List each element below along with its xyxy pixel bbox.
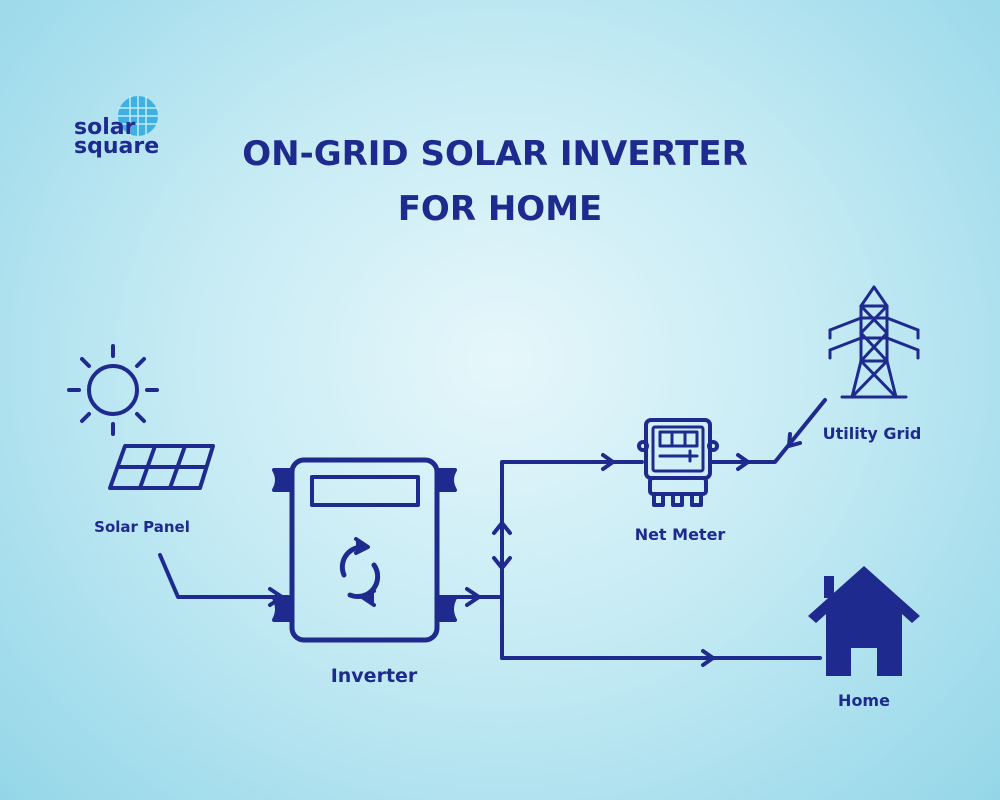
arrow-icon [601,453,615,471]
wire-panel-to-inverter [158,553,290,599]
logo-text-line1: solar [74,115,136,140]
arrow-icon [701,649,715,667]
label-net-meter: Net Meter [635,525,726,544]
net-meter-icon [637,418,719,507]
label-utility-grid: Utility Grid [823,424,922,443]
logo-text-line2: square [74,134,159,159]
arrow-up-icon [492,521,512,535]
label-solar-panel: Solar Panel [94,518,190,536]
solarsquare-logo: solar square [74,96,159,159]
sun-icon [67,344,159,436]
wire-meter-to-grid [708,398,827,464]
solar-panel-icon [108,444,215,490]
arrow-icon [736,453,750,471]
arrow-icon [787,432,802,448]
title-line1: ON-GRID SOLAR INVERTER [242,134,748,174]
label-inverter: Inverter [331,665,418,687]
wire-bus [500,460,644,660]
transmission-tower-icon [828,285,920,399]
arrow-icon [465,587,481,607]
title-line2: FOR HOME [398,189,603,229]
inverter-icon [272,457,457,643]
home-icon [808,566,920,676]
arrow-down-icon [492,556,512,570]
label-home: Home [838,691,890,710]
